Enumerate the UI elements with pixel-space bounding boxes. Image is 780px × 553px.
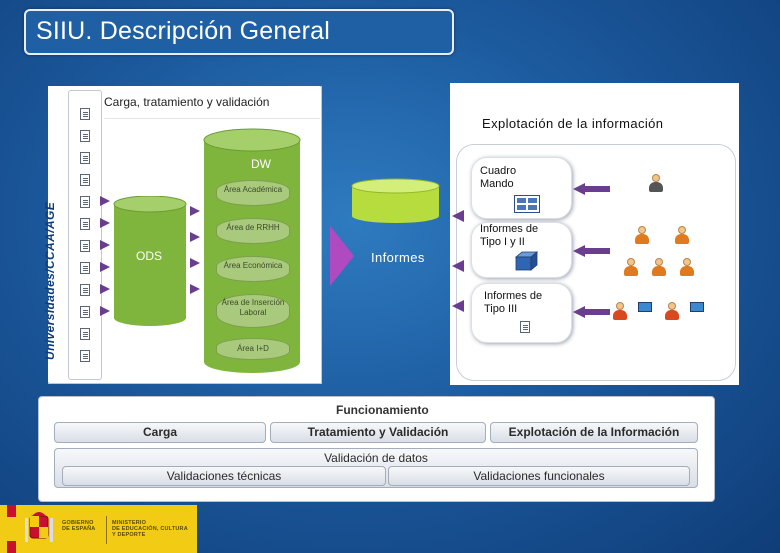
computer-icon — [684, 302, 704, 318]
validaciones-funcionales: Validaciones funcionales — [388, 466, 690, 486]
coat-of-arms-icon — [25, 512, 53, 542]
user-icon — [651, 258, 667, 278]
area-rrhh: Área de RRHH — [216, 218, 290, 244]
user-at-computer-icon — [664, 302, 680, 322]
document-icon — [80, 218, 90, 230]
dashboard-icon — [514, 195, 540, 213]
user-icon — [674, 226, 690, 246]
stage-explotacion: Explotación de la Información — [490, 422, 698, 443]
document-icon — [80, 108, 90, 120]
dw-areas: Área Académica Área de RRHH Área Económi… — [204, 172, 300, 372]
flow-arrow — [573, 245, 585, 257]
source-column — [48, 86, 104, 382]
footer-divider — [106, 516, 107, 544]
user-icon — [679, 258, 695, 278]
ministerio-line: DE EDUCACIÓN, CULTURA — [112, 526, 188, 532]
card-label: Informes de Tipo III — [484, 290, 543, 315]
flow-arrow — [190, 232, 200, 242]
user-at-computer-icon — [612, 302, 628, 322]
document-icon — [80, 350, 90, 362]
user-icon — [648, 174, 664, 194]
document-icon — [80, 196, 90, 208]
stage-tratamiento: Tratamiento y Validación — [270, 422, 486, 443]
ods-label: ODS — [136, 249, 163, 263]
source-column-frame — [68, 90, 102, 380]
validaciones-tecnicas: Validaciones técnicas — [62, 466, 386, 486]
card-label: Cuadro Mando — [480, 165, 517, 190]
document-icon — [520, 321, 530, 333]
flow-arrow — [452, 210, 464, 222]
title-box: SIIU. Descripción General — [24, 9, 454, 55]
flow-arrow-shaft — [584, 309, 610, 315]
document-icon — [80, 240, 90, 252]
stage-carga: Carga — [54, 422, 266, 443]
flow-arrow — [190, 258, 200, 268]
informes-arrow — [330, 226, 354, 286]
document-icon — [80, 130, 90, 142]
ministerio-line: Y DEPORTE — [112, 532, 146, 538]
area-insercion-laboral: Área de Inserción Laboral — [216, 294, 290, 328]
validacion-datos-label: Validación de datos — [324, 451, 428, 465]
document-icon — [80, 328, 90, 340]
flow-arrow — [100, 306, 110, 316]
cube-icon — [514, 251, 538, 271]
user-icon — [634, 226, 650, 246]
flow-arrow-shaft — [584, 186, 610, 192]
area-economica: Área Económica — [216, 256, 290, 282]
document-icon — [80, 262, 90, 274]
area-id: Área I+D — [216, 338, 290, 360]
flow-arrow — [100, 262, 110, 272]
spain-flag-strip — [7, 505, 16, 553]
flow-arrow — [100, 284, 110, 294]
flow-arrow — [190, 206, 200, 216]
funcionamiento-title: Funcionamiento — [336, 403, 429, 417]
card-label: Informes de Tipo I y II — [480, 223, 539, 248]
informes-label: Informes — [371, 250, 425, 265]
flow-arrow — [573, 183, 585, 195]
gobierno-line: DE ESPAÑA — [62, 526, 96, 532]
document-icon — [80, 284, 90, 296]
ministerio-line: MINISTERIO — [112, 520, 147, 526]
sources-vertical-label: Universidades/CCAA/AGE — [43, 201, 57, 360]
user-icon — [623, 258, 639, 278]
document-icon — [80, 152, 90, 164]
page-title: SIIU. Descripción General — [36, 17, 331, 45]
flow-arrow — [452, 260, 464, 272]
flow-arrow — [100, 196, 110, 206]
flow-arrow — [573, 306, 585, 318]
document-icon — [80, 174, 90, 186]
computer-icon — [632, 302, 652, 318]
exploitation-title: Explotación de la información — [482, 116, 664, 131]
flow-arrow — [100, 240, 110, 250]
area-academica: Área Académica — [216, 180, 290, 206]
document-icon — [80, 306, 90, 318]
ods-database — [113, 196, 187, 326]
flow-arrow-shaft — [584, 248, 610, 254]
flow-arrow — [100, 218, 110, 228]
flow-arrow — [452, 300, 464, 312]
gobierno-label: GOBIERNO DE ESPAÑA — [62, 520, 95, 532]
flow-arrow — [190, 284, 200, 294]
informes-database — [351, 178, 440, 223]
gobierno-line: GOBIERNO — [62, 520, 94, 526]
card-informes-tipo-3 — [471, 283, 572, 343]
left-panel-title: Carga, tratamiento y validación — [104, 95, 270, 109]
ministerio-label: MINISTERIO DE EDUCACIÓN, CULTURA Y DEPOR… — [112, 520, 188, 538]
dw-label: DW — [251, 157, 271, 171]
